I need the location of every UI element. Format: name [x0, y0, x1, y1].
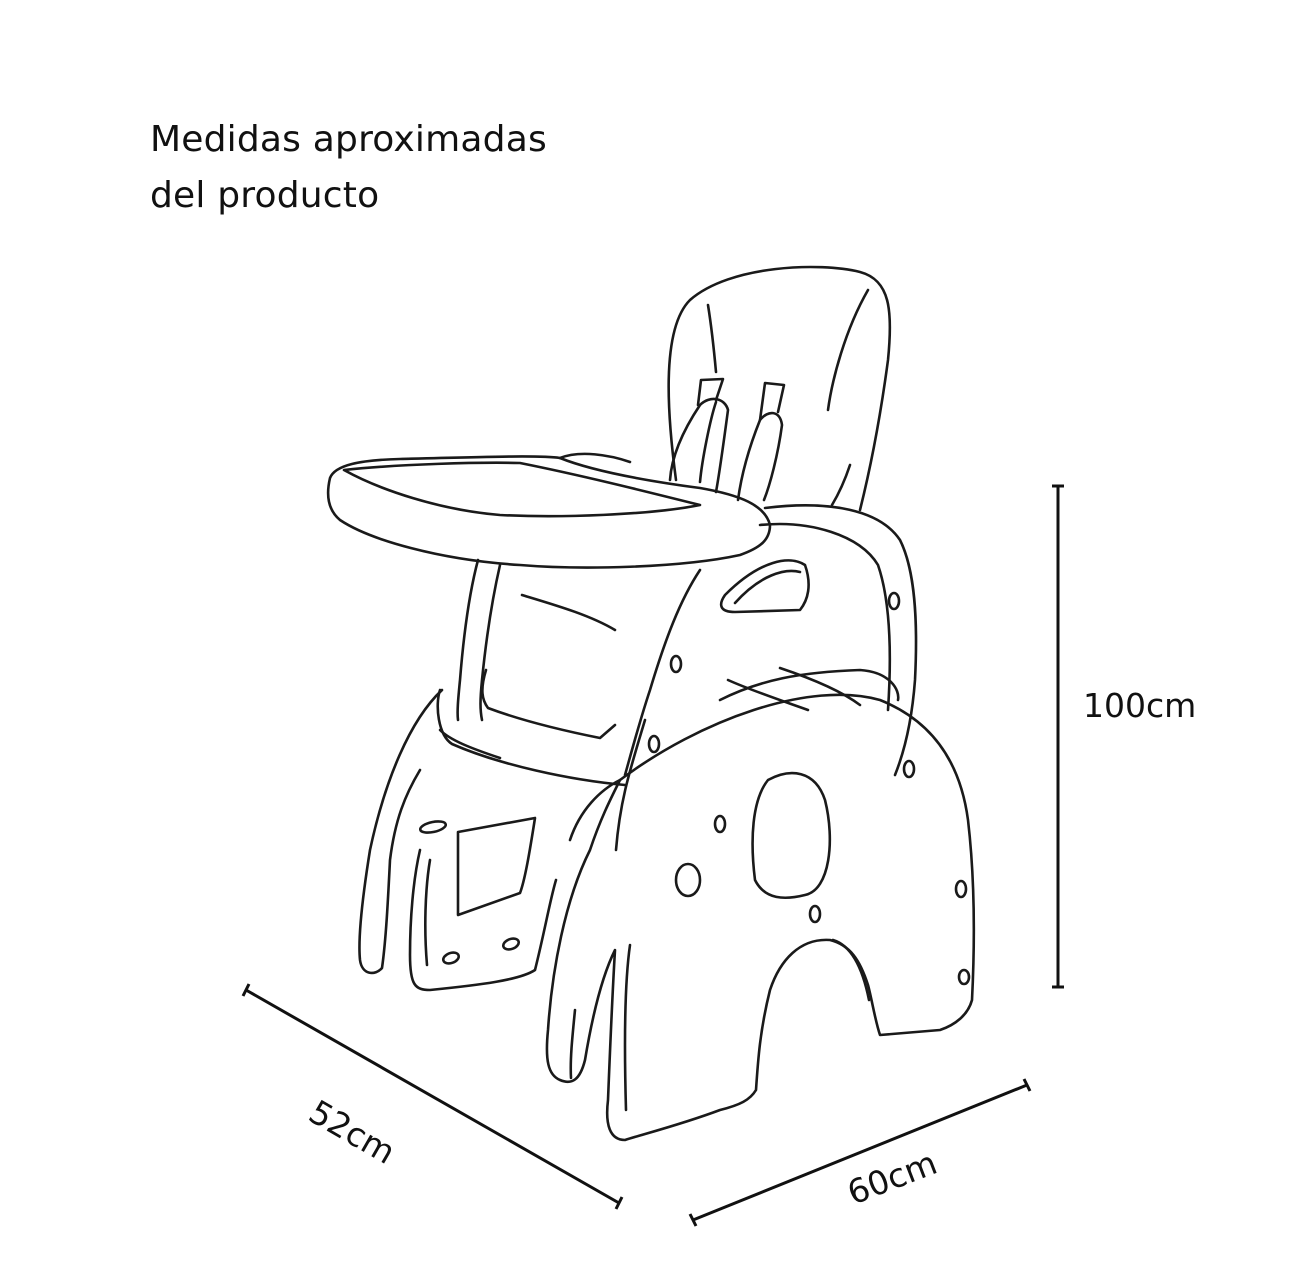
- page-title: Medidas aproximadas del producto: [150, 112, 547, 224]
- title-line-1: Medidas aproximadas: [150, 119, 547, 160]
- depth-dimension-line: [241, 983, 624, 1210]
- high-chair-drawing: [326, 265, 976, 1142]
- height-label: 100cm: [1083, 686, 1197, 725]
- title-line-2: del producto: [150, 175, 380, 216]
- height-dimension-line: [1052, 484, 1064, 989]
- width-dimension-line: [688, 1078, 1032, 1227]
